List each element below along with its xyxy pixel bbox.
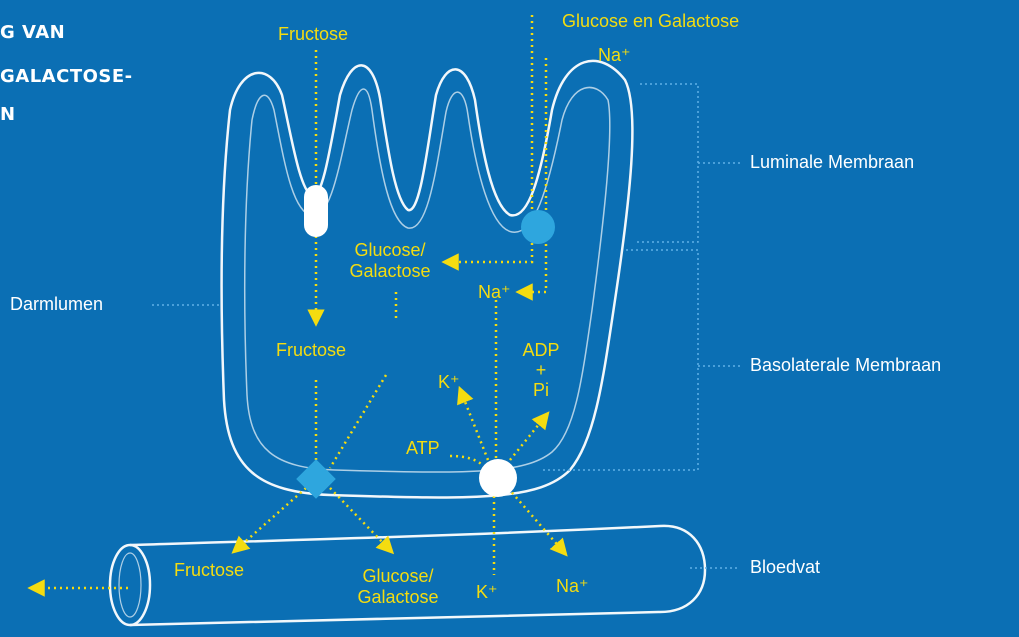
na-bottom-label: Na⁺ <box>556 576 589 597</box>
na-out-arrow <box>508 488 562 550</box>
title-line-2: GALACTOSE- <box>0 66 133 87</box>
capsule-transporter-icon <box>304 185 328 237</box>
bloedvat-label: Bloedvat <box>750 557 820 578</box>
adp-pi-label: ADP + Pi <box>516 340 566 400</box>
glucose-galactose-bottom-label: Glucose/ Galactose <box>348 566 448 608</box>
guide-lines <box>152 84 740 568</box>
na-entry-line <box>524 58 546 292</box>
darmlumen-label: Darmlumen <box>10 294 103 315</box>
na-top-label: Na⁺ <box>598 45 631 66</box>
basolaterale-membraan-label: Basolaterale Membraan <box>750 355 941 376</box>
glucose-entry-line <box>450 15 532 262</box>
white-circle-pump-icon <box>479 459 517 497</box>
adp-arrow <box>510 418 544 460</box>
fructose-bottom-label: Fructose <box>174 560 244 581</box>
na-inner-label: Na⁺ <box>478 282 511 303</box>
fructose-inner-label: Fructose <box>276 340 346 361</box>
luminale-membraan-label: Luminale Membraan <box>750 152 914 173</box>
glucose-galactose-top-label: Glucose en Galactose <box>562 11 739 32</box>
title-line-1: G VAN <box>0 22 65 43</box>
vessel-opening <box>110 545 150 625</box>
k-inner-label: K⁺ <box>438 372 460 393</box>
k-in-arrow <box>462 394 488 460</box>
fructose-top-label: Fructose <box>278 24 348 45</box>
atp-label: ATP <box>406 438 440 459</box>
title-line-3: N <box>0 104 16 125</box>
circle-transporter-icon <box>521 210 555 244</box>
atp-line <box>450 456 486 468</box>
k-bottom-label: K⁺ <box>476 582 498 603</box>
glucose-galactose-inner-label: Glucose/ Galactose <box>338 240 442 282</box>
